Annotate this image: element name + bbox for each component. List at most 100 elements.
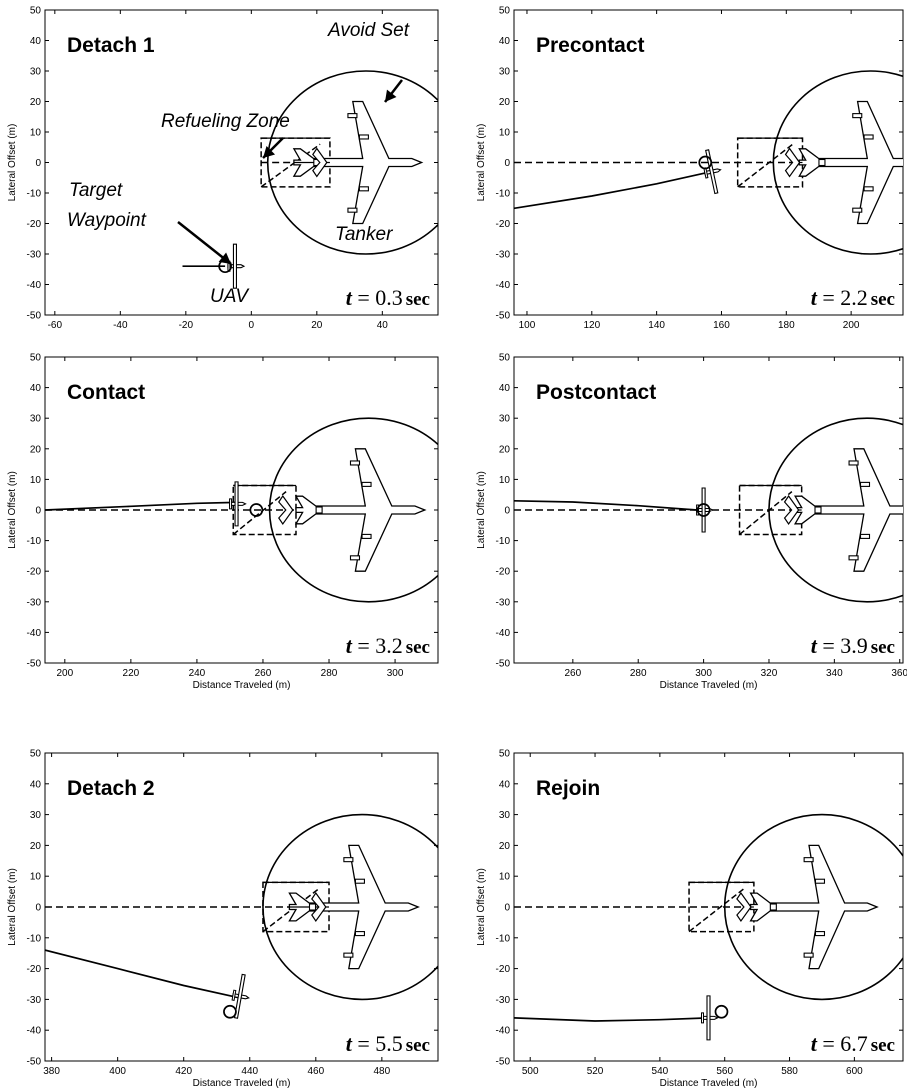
receiver-slot-shape (783, 494, 800, 526)
y-tick-label: -50 (496, 311, 511, 322)
uav-trajectory (514, 499, 698, 511)
time-value: = 5.5 (357, 1031, 402, 1056)
x-tick-label: 600 (846, 1066, 863, 1077)
refueling-zone-diagonal (739, 491, 793, 536)
y-tick-label: -50 (496, 659, 511, 670)
x-tick-label: 120 (583, 320, 600, 331)
x-tick-label: 180 (778, 320, 795, 331)
x-axis-title: Distance Traveled (m) (193, 680, 291, 691)
x-tick-label: 520 (587, 1066, 604, 1077)
y-tick-label: -50 (27, 311, 42, 322)
target-waypoint-marker (223, 1004, 237, 1019)
y-tick-label: -20 (496, 567, 511, 578)
uav-tail (229, 498, 233, 510)
engine-pod (349, 555, 361, 561)
uav-wing (701, 487, 706, 533)
y-tick-label: 30 (30, 414, 42, 425)
time-value: = 2.2 (822, 285, 867, 310)
refueling-zone-diagonal (232, 491, 287, 536)
x-tick-label: 440 (241, 1066, 258, 1077)
engine-pod (358, 186, 369, 192)
x-tick-label: 40 (377, 320, 389, 331)
y-tick-label: 30 (499, 810, 511, 821)
y-tick-label: 40 (30, 36, 42, 47)
engine-pod (859, 533, 871, 539)
target-waypoint-marker (714, 1004, 729, 1019)
time-unit: sec (871, 637, 895, 658)
y-tick-label: 30 (499, 67, 511, 78)
y-tick-label: 20 (30, 97, 42, 108)
x-tick-label: 240 (189, 668, 206, 679)
engine-pod (852, 207, 863, 213)
time-value: = 3.9 (822, 633, 867, 658)
y-axis-title: Lateral Offset (m) (7, 124, 18, 202)
y-tick-label: 50 (499, 353, 511, 364)
uav-tail (701, 1012, 704, 1024)
engine-pod (814, 878, 826, 884)
y-tick-label: -10 (27, 536, 42, 547)
x-tick-label: 200 (843, 320, 860, 331)
target-waypoint-arrow-head (218, 252, 231, 264)
x-tick-label: 540 (652, 1066, 669, 1077)
engine-pod (803, 952, 814, 958)
y-tick-label: 20 (30, 841, 42, 852)
x-tick-label: 400 (109, 1066, 126, 1077)
engine-pod (361, 533, 372, 539)
y-tick-label: -20 (27, 567, 42, 578)
y-tick-label: -30 (27, 995, 42, 1006)
x-tick-label: 0 (249, 320, 255, 331)
refueling-zone-arrow-head (263, 145, 276, 158)
boom-marker (818, 158, 826, 167)
uav-aircraft (227, 243, 246, 289)
x-tick-label: 260 (564, 668, 581, 679)
y-tick-label: -40 (496, 280, 511, 291)
y-tick-label: -30 (496, 597, 511, 608)
engine-pod (347, 207, 358, 213)
x-tick-label: 360 (891, 668, 907, 679)
x-axis-title: Distance Traveled (m) (660, 1078, 758, 1089)
y-axis-title: Lateral Offset (m) (476, 868, 487, 946)
uav-aircraft (231, 973, 250, 1019)
y-tick-label: -10 (27, 189, 42, 200)
uav-aircraft (700, 995, 719, 1041)
uav-wing (233, 973, 246, 1019)
phase-label: Detach 1 (67, 34, 155, 57)
time-value: = 0.3 (357, 285, 402, 310)
engine-pod (343, 952, 354, 958)
x-tick-label: 100 (519, 320, 536, 331)
y-axis-title: Lateral Offset (m) (7, 868, 18, 946)
x-tick-label: 200 (56, 668, 73, 679)
y-tick-label: 20 (499, 444, 511, 455)
time-symbol: t (811, 1031, 823, 1056)
y-tick-label: 40 (499, 779, 511, 790)
x-tick-label: 160 (713, 320, 730, 331)
uav-aircraft (703, 149, 722, 195)
y-tick-label: -20 (496, 219, 511, 230)
annotation-waypoint: Waypoint (67, 210, 147, 231)
y-tick-label: -50 (27, 1057, 42, 1068)
y-tick-label: -40 (27, 280, 42, 291)
engine-pod (859, 481, 871, 487)
y-tick-label: -30 (496, 995, 511, 1006)
refueling-zone-diagonal (737, 143, 794, 188)
time-symbol: t (346, 1031, 358, 1056)
y-tick-label: 40 (499, 383, 511, 394)
y-tick-label: -30 (27, 250, 42, 261)
y-tick-label: -10 (496, 189, 511, 200)
y-tick-label: 50 (499, 749, 511, 760)
y-tick-label: -50 (27, 659, 42, 670)
uav-wing (705, 149, 719, 195)
y-tick-label: 40 (30, 779, 42, 790)
engine-pod (347, 113, 358, 119)
phase-label: Contact (67, 381, 145, 404)
receiver-slot-shape (784, 147, 801, 178)
y-tick-label: 20 (499, 841, 511, 852)
y-tick-label: 50 (30, 6, 42, 17)
